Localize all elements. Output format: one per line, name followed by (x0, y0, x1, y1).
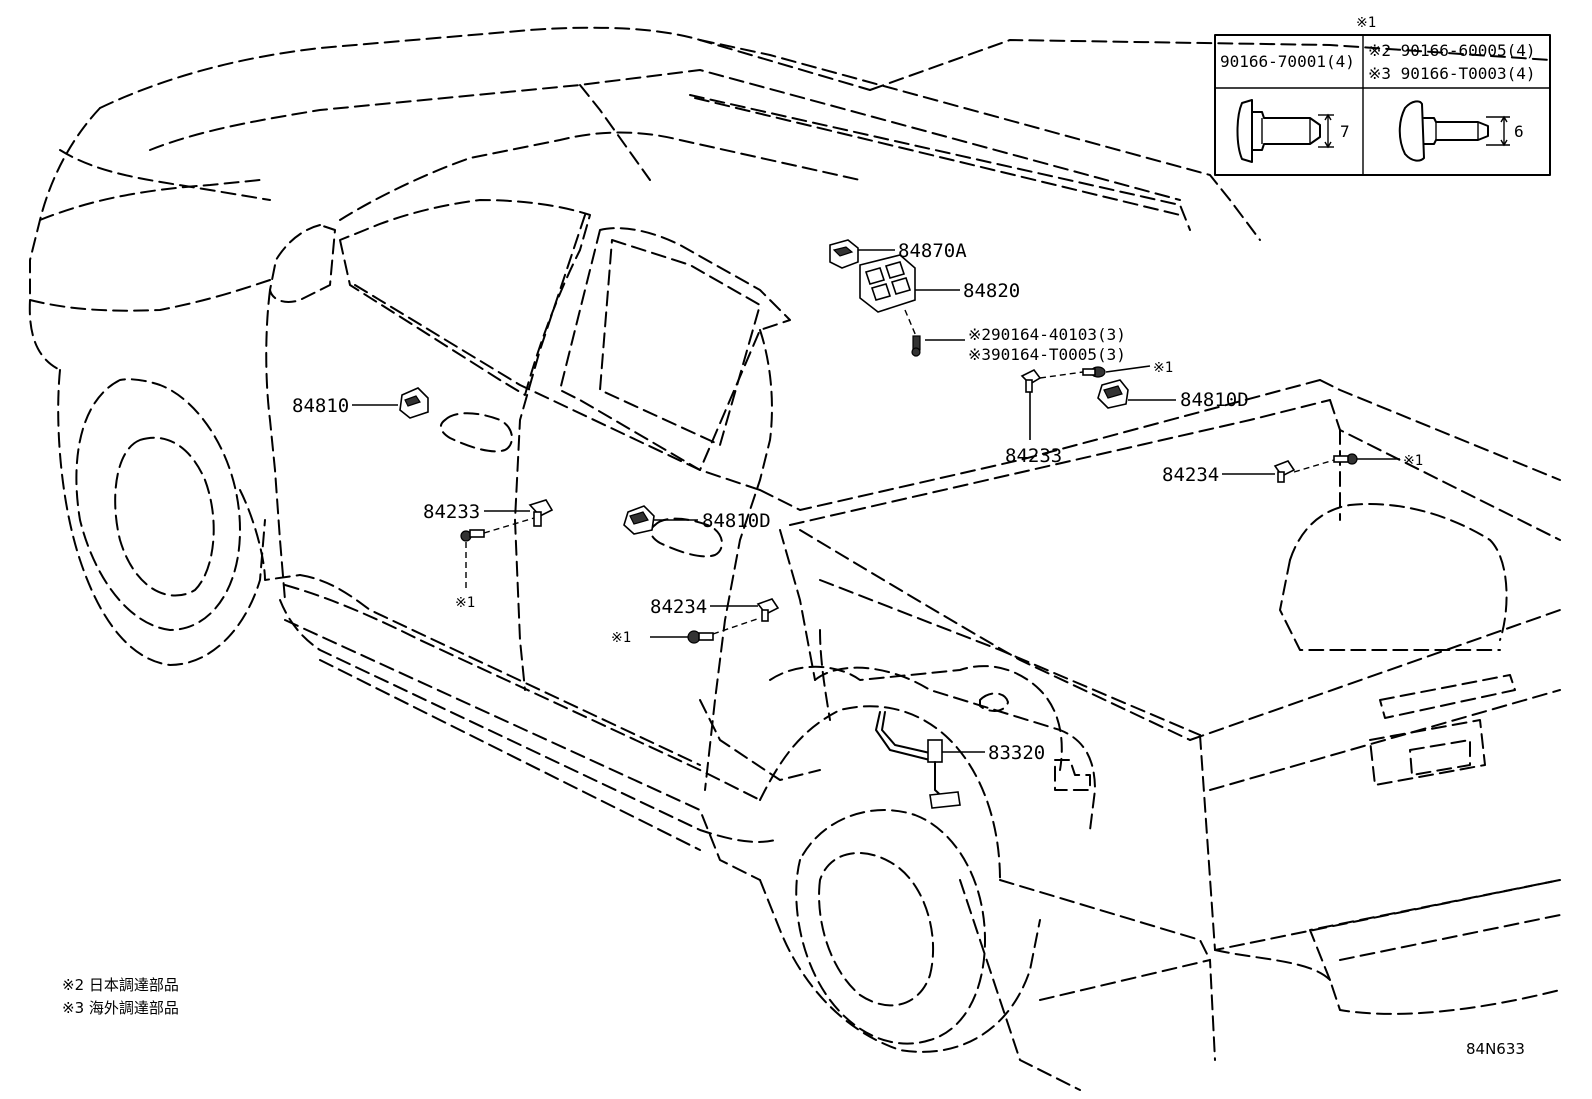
parts (399, 239, 1358, 809)
callouts: 84870A 84820 ※290164-40103(3) ※390164-T0… (292, 240, 1423, 764)
note-overseas-sourced: ※3 海外調達部品 (62, 999, 179, 1017)
label-84810D-upper: 84810D (1180, 389, 1249, 411)
vehicle-outline (28, 26, 1561, 1091)
clip-6-icon: 6 (1398, 100, 1524, 162)
power-window-master-switch-84820-icon (859, 254, 916, 313)
switch-84810D-lower-icon (623, 505, 655, 535)
bolt-right-icon (1333, 453, 1358, 465)
inset-right-dimension: 6 (1514, 122, 1524, 141)
clip-7-icon: 7 (1236, 99, 1350, 163)
label-bolt-line1: ※290164-40103(3) (968, 325, 1126, 344)
courtesy-switch-84234-lower-icon (756, 598, 780, 622)
screw-icon (911, 335, 921, 357)
switch-84870A-icon (829, 239, 859, 269)
label-mark-left: ※1 (455, 595, 475, 611)
label-mark-lower: ※1 (611, 630, 631, 646)
label-mark-upper: ※1 (1153, 360, 1173, 376)
inset-marker-header: ※1 (1356, 15, 1376, 31)
leader-lines (352, 249, 1400, 753)
label-83320: 83320 (988, 742, 1045, 764)
label-84810D-lower: 84810D (702, 510, 771, 532)
label-mark-right: ※1 (1403, 453, 1423, 469)
inset-left-code: 90166-70001(4) (1220, 52, 1355, 71)
switch-84810D-upper-icon (1097, 379, 1129, 409)
label-84234-right: 84234 (1162, 464, 1219, 486)
label-84810: 84810 (292, 395, 349, 417)
label-bolt-line2: ※390164-T0005(3) (968, 345, 1126, 364)
footnotes: ※2 日本調達部品 ※3 海外調達部品 84N633 (62, 976, 1525, 1058)
label-84233-center: 84233 (1005, 445, 1062, 467)
label-84234-lower: 84234 (650, 596, 707, 618)
courtesy-switch-84233-left-icon (528, 499, 554, 527)
bolt-left-icon (460, 529, 485, 542)
diagram-code: 84N633 (1466, 1040, 1525, 1058)
switch-84810-icon (399, 387, 429, 419)
note-japan-sourced: ※2 日本調達部品 (62, 976, 179, 994)
inset-right-line1: ※2 90166-60005(4) (1368, 41, 1536, 60)
courtesy-switch-84233-center-icon (1020, 368, 1042, 393)
clip-icon (1082, 366, 1106, 378)
courtesy-switch-84234-right-icon (1273, 460, 1296, 483)
fuel-sender-gauge-83320-icon (875, 711, 961, 809)
inset-right-line2: ※3 90166-T0003(4) (1368, 64, 1536, 83)
inset-left-dimension: 7 (1340, 122, 1350, 141)
label-84870A: 84870A (898, 240, 967, 262)
label-84233-left: 84233 (423, 501, 480, 523)
fastener-inset: ※1 90166-70001(4) ※2 90166-60005(4) ※3 9… (1214, 15, 1551, 176)
bolt-lower-icon (687, 630, 714, 644)
label-84820: 84820 (963, 280, 1020, 302)
